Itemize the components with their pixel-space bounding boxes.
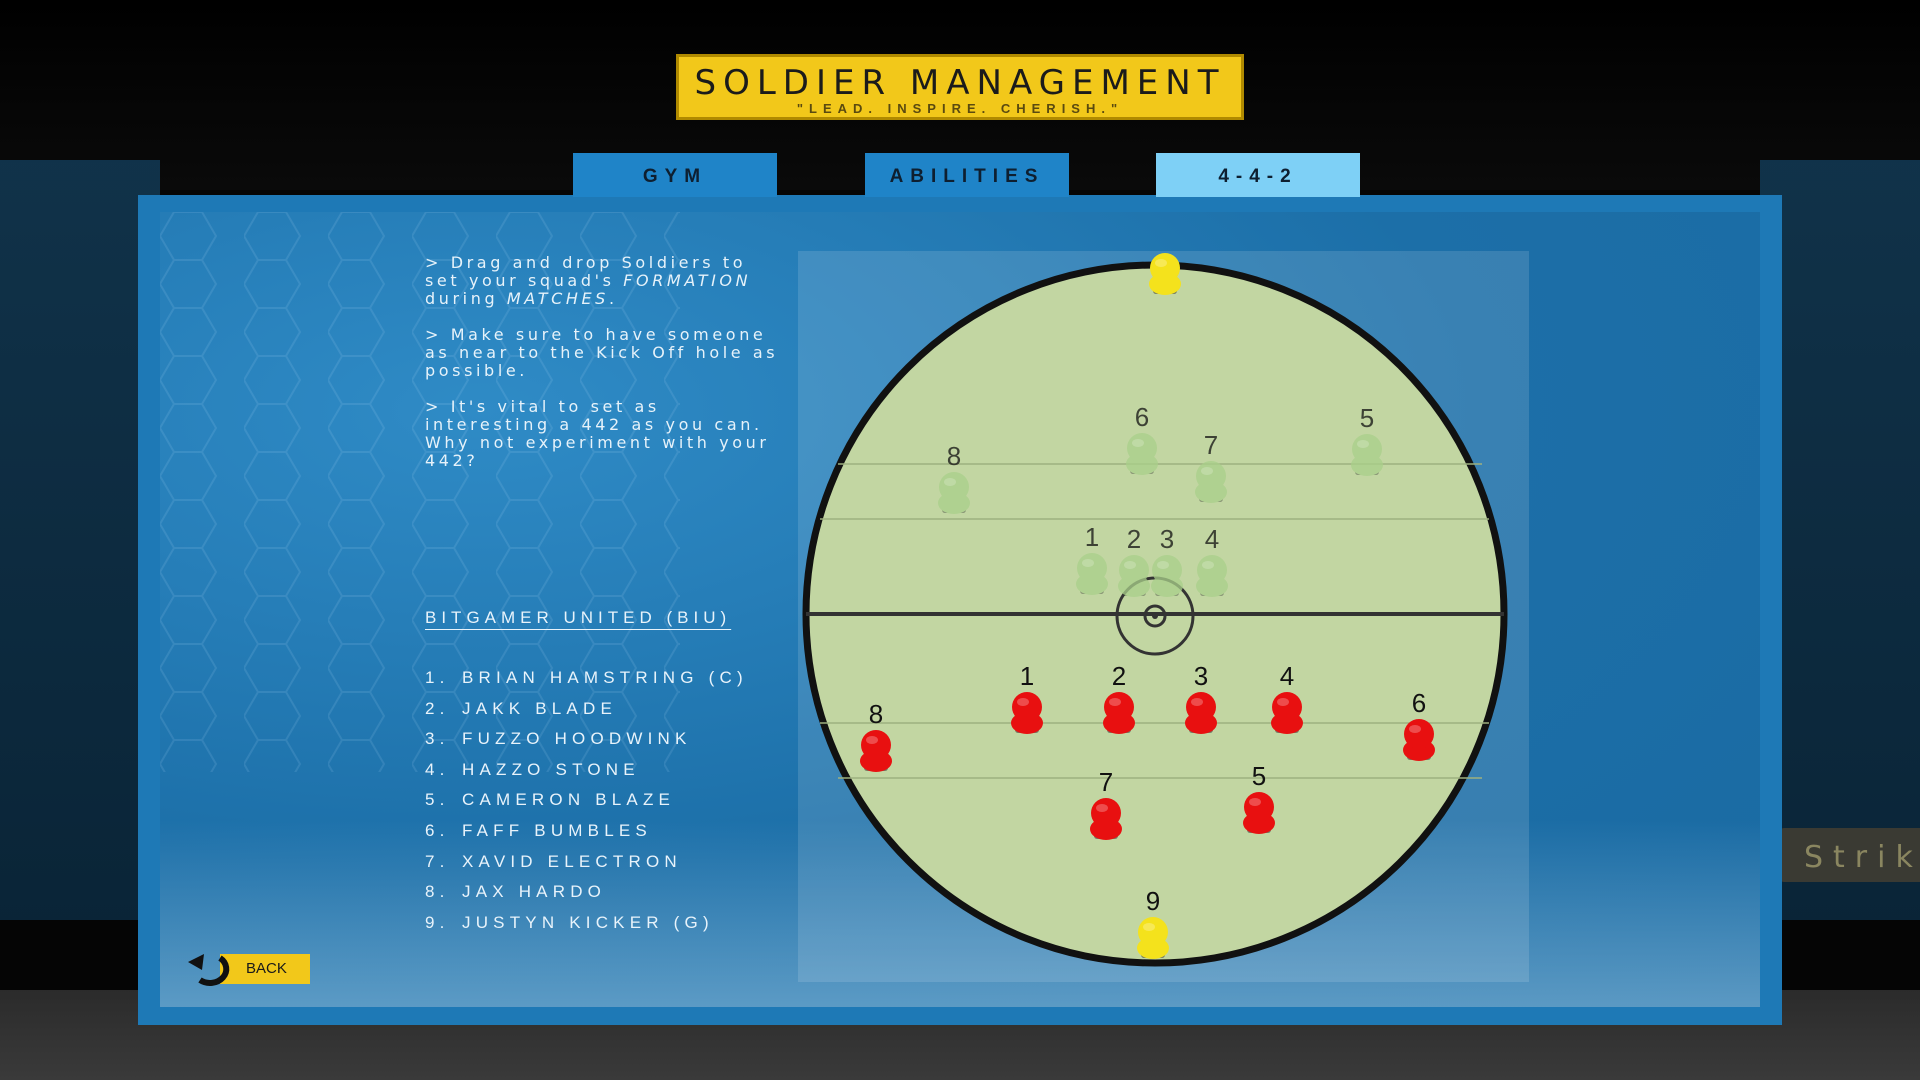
soldier-number: 8	[947, 441, 961, 471]
roster-name: HAZZO STONE	[462, 759, 640, 779]
home-soldier-4[interactable]: 4	[1271, 661, 1303, 734]
roster-item: 9. JUSTYN KICKER (G)	[425, 913, 748, 944]
instruction-kickoff: > Make sure to have someone as near to t…	[425, 325, 779, 380]
roster-name: CAMERON BLAZE	[462, 790, 676, 810]
roster-name: FAFF BUMBLES	[462, 820, 652, 840]
soldier-number: 4	[1205, 524, 1219, 554]
home-soldier-2[interactable]: 2	[1103, 661, 1135, 734]
soldier-number: 3	[1160, 524, 1174, 554]
formation-pitch[interactable]: 123456789123456789	[798, 251, 1529, 982]
team-name: BITGAMER UNITED (BIU)	[425, 608, 732, 627]
home-soldier-1[interactable]: 1	[1011, 661, 1043, 734]
roster-item: 2. JAKK BLADE	[425, 699, 748, 730]
players-layer: 123456789123456789	[860, 251, 1435, 959]
title-banner: SOLDIER MANAGEMENT "LEAD. INSPIRE. CHERI…	[676, 54, 1244, 120]
tab-formation[interactable]: 4-4-2	[1156, 153, 1360, 197]
away-soldier-1[interactable]: 1	[1076, 522, 1108, 595]
away-soldier-6[interactable]: 6	[1126, 402, 1158, 475]
home-soldier-6[interactable]: 6	[1403, 688, 1435, 761]
away-soldier-2[interactable]: 2	[1118, 524, 1150, 597]
instructions: > Drag and drop Soldiers to set your squ…	[425, 254, 785, 488]
soldier-number: 7	[1099, 767, 1113, 797]
roster-name: XAVID ELECTRON	[462, 851, 682, 871]
soldier-number: 6	[1412, 688, 1426, 718]
roster-number: 6.	[425, 820, 450, 840]
home-soldier-9[interactable]: 9	[1137, 886, 1169, 959]
soldier-number: 5	[1360, 403, 1374, 433]
back-button-label: BACK	[246, 960, 287, 977]
home-soldier-5[interactable]: 5	[1243, 761, 1275, 834]
away-soldier-3[interactable]: 3	[1151, 524, 1183, 597]
hex-pattern	[160, 212, 680, 772]
roster-item: 7. XAVID ELECTRON	[425, 852, 748, 883]
roster-name: JAKK BLADE	[462, 698, 617, 718]
tab-gym-label: GYM	[642, 166, 708, 187]
roster-number: 5.	[425, 790, 450, 810]
soldier-number: 5	[1252, 761, 1266, 791]
away-soldier-5[interactable]: 5	[1351, 403, 1383, 476]
back-button[interactable]: BACK	[180, 950, 312, 988]
soldier-number: 8	[869, 699, 883, 729]
kickoff-hole-center	[1152, 613, 1158, 619]
roster-number: 9.	[425, 912, 450, 932]
kickoff-hole-icon	[1143, 604, 1167, 628]
roster-item: 5. CAMERON BLAZE	[425, 790, 748, 821]
instruction-experiment: > It's vital to set as interesting a 442…	[425, 397, 770, 470]
roster-item: 6. FAFF BUMBLES	[425, 821, 748, 852]
roster-name: BRIAN HAMSTRING (C)	[462, 668, 748, 687]
roster-name: JUSTYN KICKER (G)	[462, 912, 714, 932]
soldier-number: 3	[1194, 661, 1208, 691]
page-title: SOLDIER MANAGEMENT	[694, 63, 1226, 103]
roster-number: 7.	[425, 851, 450, 871]
home-soldier-3[interactable]: 3	[1185, 661, 1217, 734]
left-backdrop	[0, 160, 160, 920]
tab-gym[interactable]: GYM	[573, 153, 777, 197]
home-soldier-7[interactable]: 7	[1090, 767, 1122, 840]
roster-item: 1. BRIAN HAMSTRING (C)	[425, 668, 748, 699]
soldier-number: 7	[1204, 430, 1218, 460]
tab-formation-label: 4-4-2	[1218, 166, 1298, 187]
tab-abilities[interactable]: ABILITIES	[865, 153, 1069, 197]
roster-item: 8. JAX HARDO	[425, 882, 748, 913]
soldier-number: 2	[1112, 661, 1126, 691]
right-backdrop	[1760, 160, 1920, 920]
side-sign-text: Strik	[1804, 840, 1920, 875]
soldier-number: 1	[1085, 522, 1099, 552]
back-arrow-icon	[188, 954, 230, 986]
roster-name: JAX HARDO	[462, 882, 607, 902]
roster-number: 3.	[425, 729, 450, 749]
back-button-plate	[220, 954, 310, 984]
roster-number: 2.	[425, 698, 450, 718]
soldier-number: 1	[1020, 661, 1034, 691]
page-subtitle: "LEAD. INSPIRE. CHERISH."	[796, 101, 1124, 116]
tab-abilities-label: ABILITIES	[889, 166, 1045, 187]
soldier-number: 9	[1158, 251, 1172, 252]
away-soldier-9[interactable]: 9	[1149, 251, 1181, 295]
roster-item: 3. FUZZO HOODWINK	[425, 729, 748, 760]
soldier-number: 4	[1280, 661, 1294, 691]
roster-number: 4.	[425, 759, 450, 779]
side-sign: Strik	[1780, 828, 1920, 882]
roster-list: 1. BRIAN HAMSTRING (C) 2. JAKK BLADE 3. FUZ…	[425, 668, 748, 943]
soldier-number: 9	[1146, 886, 1160, 916]
roster-number: 8.	[425, 882, 450, 902]
away-soldier-4[interactable]: 4	[1196, 524, 1228, 597]
soldier-number: 6	[1135, 402, 1149, 432]
away-soldier-8[interactable]: 8	[938, 441, 970, 514]
away-soldier-7[interactable]: 7	[1195, 430, 1227, 503]
instruction-drag: > Drag and drop Soldiers to set your squ…	[425, 253, 752, 308]
roster-number: 1.	[425, 668, 450, 687]
home-soldier-8[interactable]: 8	[860, 699, 892, 772]
roster-name: FUZZO HOODWINK	[462, 729, 692, 749]
roster-item: 4. HAZZO STONE	[425, 760, 748, 791]
soldier-number: 2	[1127, 524, 1141, 554]
